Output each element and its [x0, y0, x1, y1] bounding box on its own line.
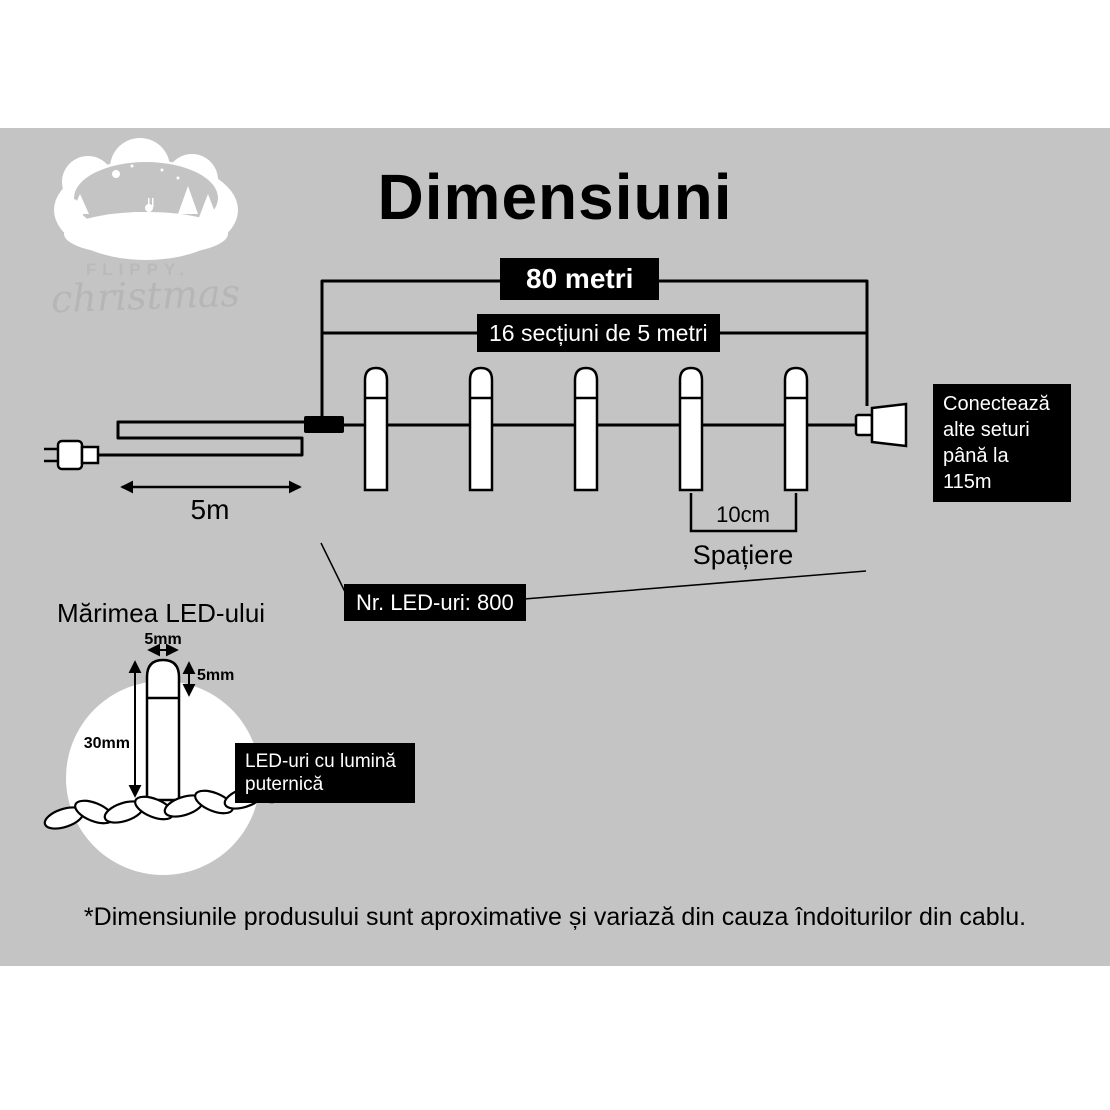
spacing-caption: Spațiere	[692, 540, 794, 570]
brand-script-name: christmas	[50, 270, 241, 322]
lead-length-label: 5m	[190, 494, 230, 525]
led-bulb	[783, 366, 809, 492]
total-length-label: 80 metri	[500, 258, 660, 300]
led-bulb	[573, 366, 599, 492]
zoom-led-bulb	[145, 658, 181, 802]
brand-name: FLIPPY.	[85, 260, 191, 279]
brand-logo: FLIPPY. christmas	[28, 136, 263, 336]
led-count-label: Nr. LED-uri: 800	[344, 584, 526, 621]
led-brightness-note: LED-uri cu lumină puternică	[235, 743, 415, 803]
logo-art	[54, 138, 238, 260]
inline-connector-icon	[304, 416, 344, 433]
end-connector-icon	[854, 402, 908, 448]
led-brightness-note-line: puternică	[245, 774, 324, 795]
power-plug-icon	[44, 439, 100, 471]
led-width-label: 5mm	[144, 631, 182, 648]
pointer-lines	[320, 542, 867, 601]
led-size-heading: Mărimea LED-ului	[57, 598, 266, 628]
page-title: Dimensiuni	[377, 161, 733, 233]
led-brightness-note-line: LED-uri cu lumină	[245, 751, 396, 772]
logo-scene	[64, 164, 228, 256]
connect-note-line: până la 115m	[943, 445, 1009, 493]
led-tip-label: 5mm	[197, 667, 235, 684]
connect-note: Conectează alte seturi până la 115m	[933, 384, 1071, 502]
led-bulb	[678, 366, 704, 492]
spacing-bracket	[689, 493, 798, 533]
sections-label: 16 secțiuni de 5 metri	[477, 314, 720, 352]
led-height-label: 30mm	[83, 735, 130, 752]
spacing-value-label: 10cm	[716, 502, 770, 527]
footnote: *Dimensiunile produsului sunt aproximati…	[83, 903, 1027, 931]
led-bulb	[363, 366, 389, 492]
connect-note-line: alte seturi	[943, 419, 1030, 441]
led-bulbs	[363, 366, 809, 492]
connect-note-line: Conectează	[943, 393, 1050, 415]
led-bulb	[468, 366, 494, 492]
